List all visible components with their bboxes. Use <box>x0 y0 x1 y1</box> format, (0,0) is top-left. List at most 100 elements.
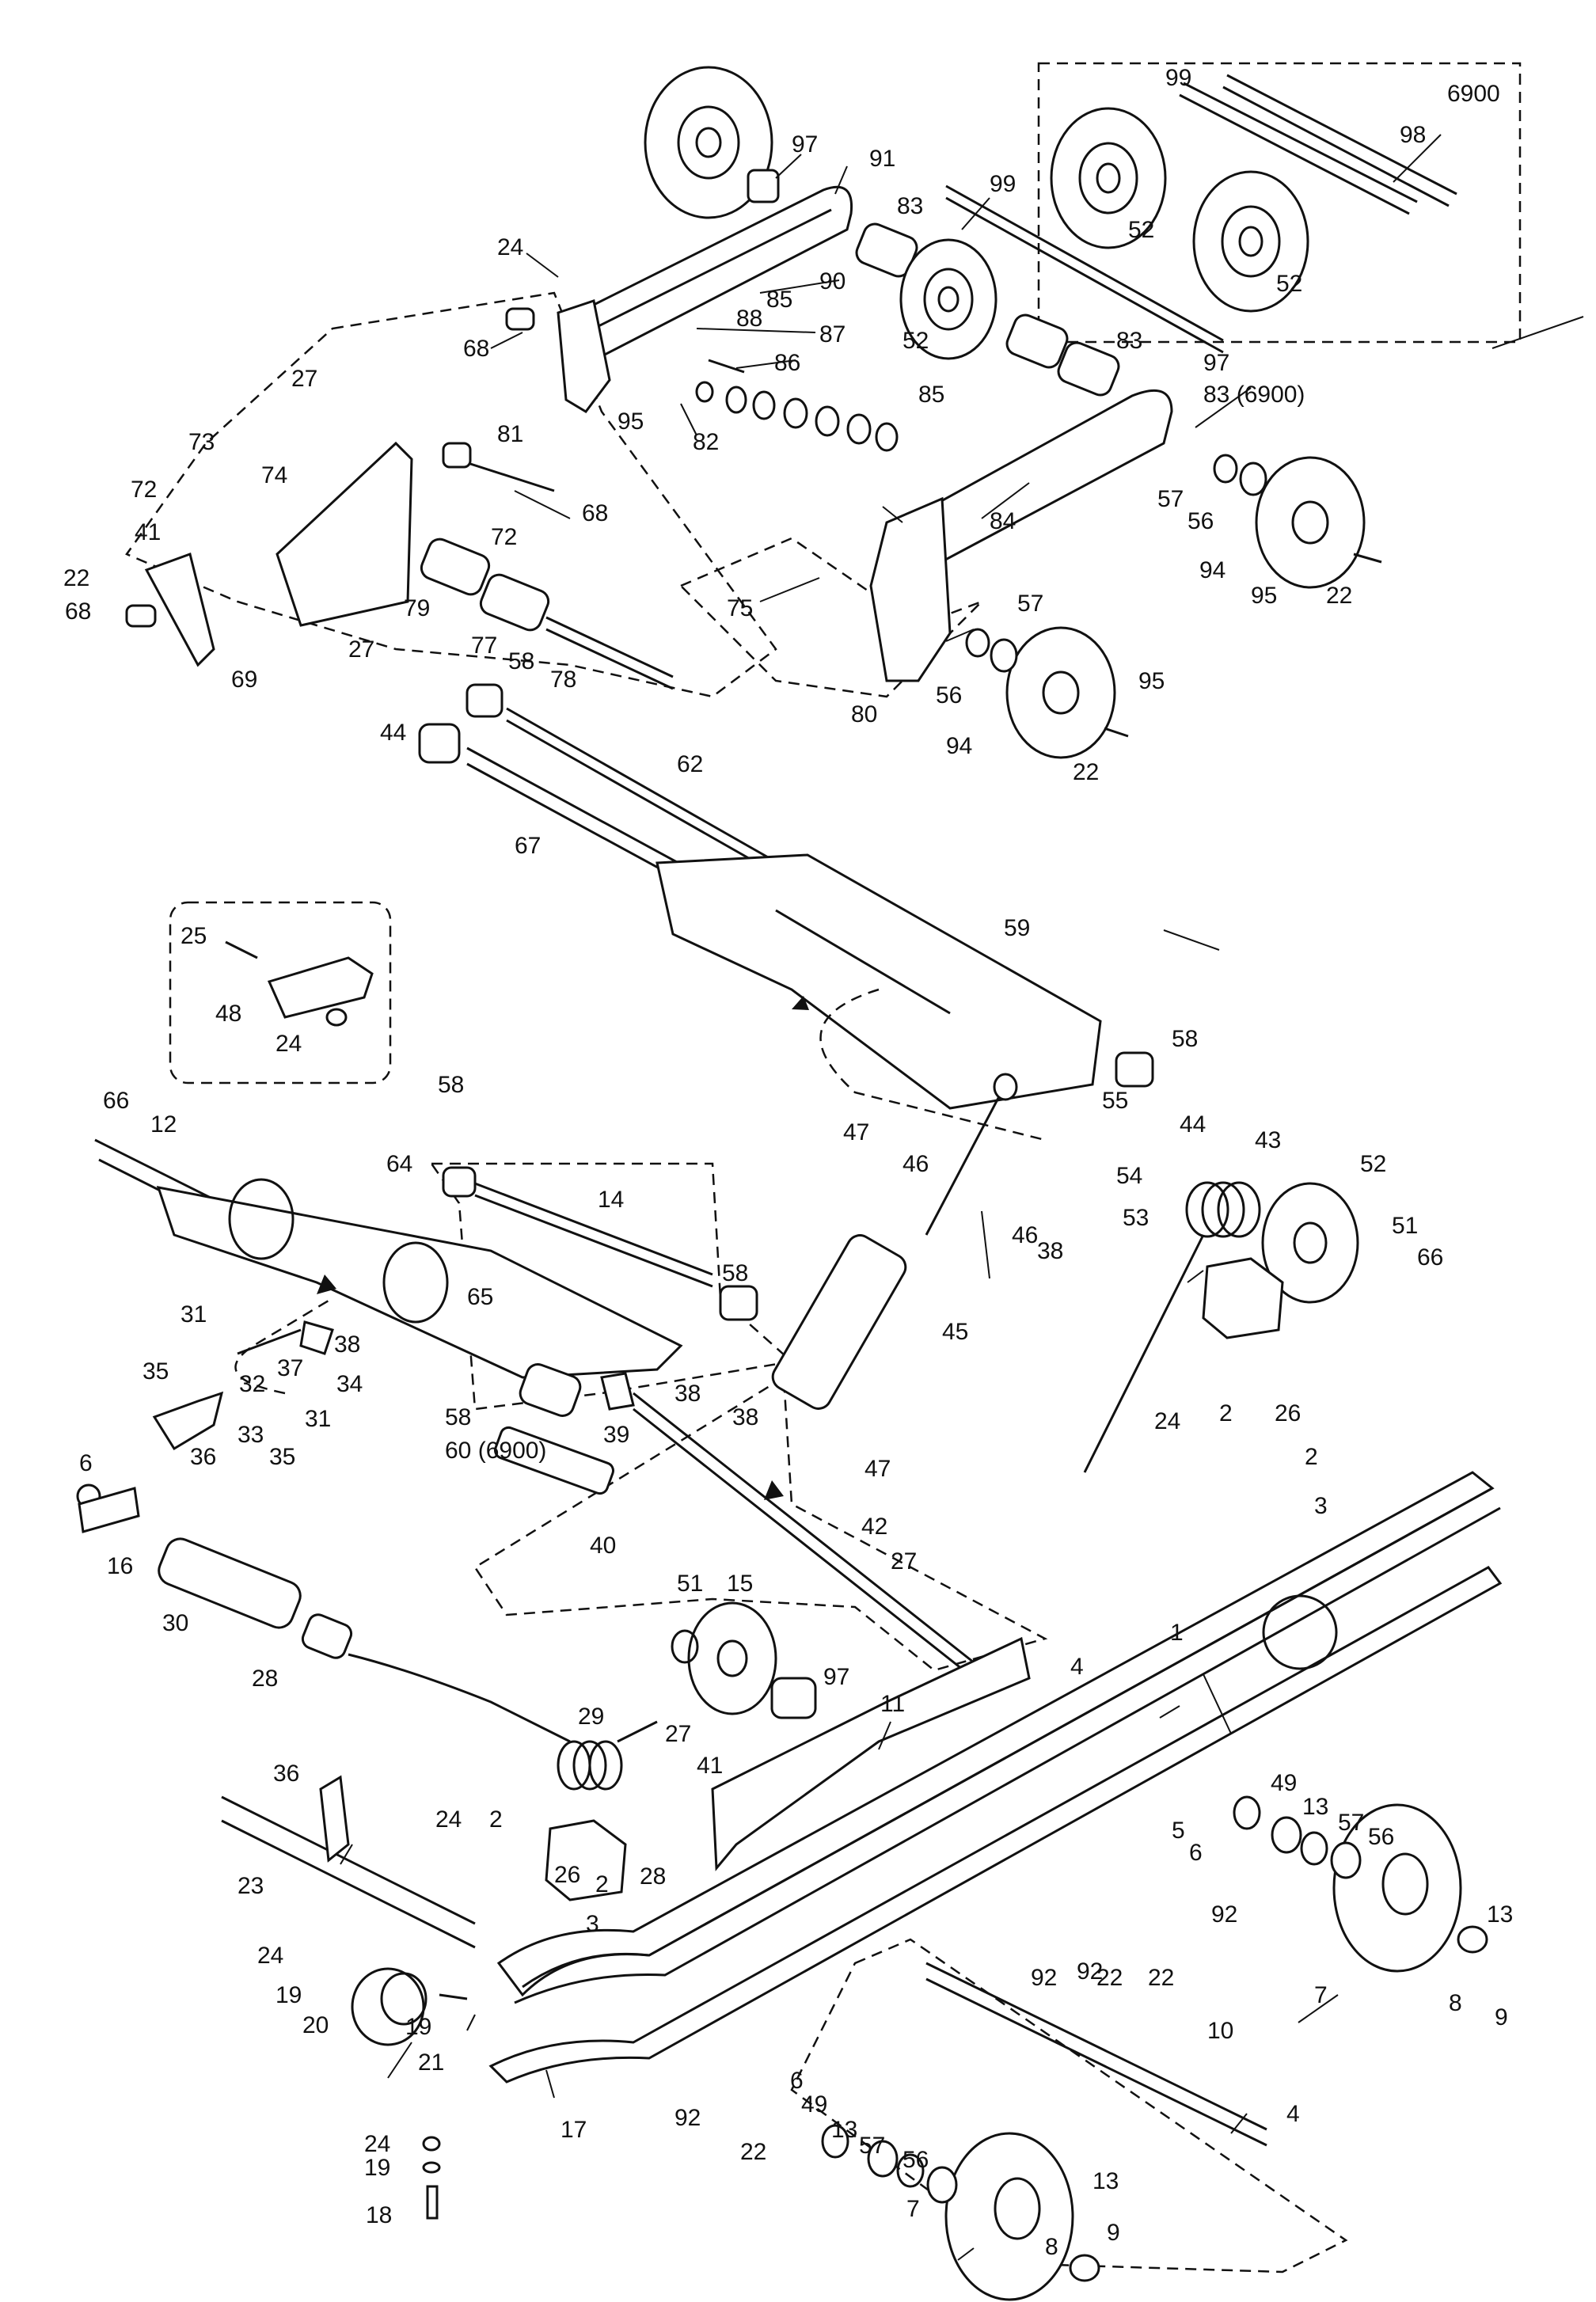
label-80: 80 <box>851 701 877 727</box>
label-48: 48 <box>215 1001 241 1027</box>
swing-arm-59 <box>656 853 1102 1110</box>
rear-axle-group-outline <box>790 1938 1348 2274</box>
label-13d: 13 <box>1092 2168 1119 2194</box>
label-79: 79 <box>404 595 430 621</box>
label-22b: 22 <box>1326 583 1352 609</box>
label-22d: 22 <box>1096 1965 1123 1991</box>
label-27c: 27 <box>891 1548 917 1575</box>
label-46b: 46 <box>1012 1222 1038 1248</box>
label-36a: 36 <box>190 1444 216 1470</box>
label-26b: 26 <box>554 1862 580 1888</box>
label-74: 74 <box>261 462 287 488</box>
label-17: 17 <box>560 2117 587 2143</box>
front-arm-group-outline <box>125 291 777 698</box>
label-95c: 95 <box>1138 668 1165 694</box>
tie-bar-23 <box>221 1795 476 1925</box>
label-66a: 66 <box>103 1088 129 1114</box>
label-58a: 58 <box>508 648 534 674</box>
label-58b: 58 <box>1172 1026 1198 1052</box>
label-56a: 56 <box>1188 508 1214 534</box>
bushing-28 <box>301 1613 353 1659</box>
cam-39 <box>600 1372 635 1411</box>
label-46a: 46 <box>902 1151 929 1177</box>
label-3a: 3 <box>1314 1493 1328 1519</box>
label-23: 23 <box>238 1873 264 1899</box>
label-21: 21 <box>418 2049 444 2076</box>
label-83c: 83 (6900) <box>1203 382 1305 408</box>
label-97b: 97 <box>1203 350 1229 376</box>
label-56b: 56 <box>936 682 962 708</box>
label-57b: 57 <box>1017 591 1043 617</box>
label-10: 10 <box>1207 2018 1233 2044</box>
label-26a: 26 <box>1275 1400 1301 1426</box>
rear-arm-group-outline <box>678 537 982 698</box>
label-35a: 35 <box>142 1358 169 1385</box>
label-24c: 24 <box>1154 1408 1180 1434</box>
part-labels: 6900 99 98 52 52 97 91 83 99 24 90 85 88… <box>63 65 1513 2260</box>
label-64: 64 <box>386 1151 412 1177</box>
label-38d: 38 <box>732 1404 758 1430</box>
label-34: 34 <box>336 1371 363 1397</box>
label-38c: 38 <box>674 1381 701 1407</box>
label-28a: 28 <box>252 1666 278 1692</box>
bushing-58 <box>519 1363 582 1417</box>
label-57a: 57 <box>1157 486 1184 512</box>
label-22a: 22 <box>63 565 89 591</box>
label-84: 84 <box>990 508 1016 534</box>
shaft-78 <box>545 616 674 678</box>
label-92c: 92 <box>674 2105 701 2131</box>
label-66b: 66 <box>1417 1244 1443 1271</box>
wheel-7-upper <box>1332 1803 1462 1973</box>
label-52d: 52 <box>1360 1151 1386 1177</box>
label-7a: 7 <box>1314 1982 1328 2008</box>
label-92b: 92 <box>1031 1965 1057 1991</box>
variant-6900-box <box>1037 62 1522 344</box>
bracket-80 <box>869 496 952 682</box>
label-38a: 38 <box>1037 1238 1063 1264</box>
label-77: 77 <box>471 632 497 659</box>
label-78: 78 <box>550 667 576 693</box>
label-27d: 27 <box>665 1721 691 1747</box>
label-35b: 35 <box>269 1444 295 1470</box>
label-32: 32 <box>239 1371 265 1397</box>
label-33: 33 <box>238 1422 264 1448</box>
idler-wheel-52-mid <box>1261 1182 1359 1304</box>
label-44b: 44 <box>1180 1111 1206 1138</box>
label-94b: 94 <box>946 733 972 759</box>
label-52c: 52 <box>902 328 929 354</box>
label-97a: 97 <box>792 131 818 158</box>
front-arm-assembly-outline <box>429 1162 794 1411</box>
label-2a: 2 <box>1219 1400 1233 1426</box>
label-27b: 27 <box>348 636 374 663</box>
idler-wheel-top <box>644 66 773 219</box>
bushing-97-top <box>747 169 780 203</box>
label-36b: 36 <box>273 1761 299 1787</box>
label-31a: 31 <box>180 1301 207 1328</box>
label-24e: 24 <box>257 1943 283 1969</box>
label-57c: 57 <box>1338 1810 1364 1836</box>
label-94a: 94 <box>1199 557 1226 583</box>
variant-6900-wheels <box>1050 74 1457 313</box>
label-58d: 58 <box>722 1260 748 1286</box>
label-86: 86 <box>774 350 800 376</box>
front-bracket-assembly <box>125 307 674 690</box>
label-83b: 83 <box>1116 328 1142 354</box>
label-6900: 6900 <box>1447 81 1500 107</box>
label-55: 55 <box>1102 1088 1128 1114</box>
label-87: 87 <box>819 321 846 348</box>
label-8b: 8 <box>1045 2234 1058 2260</box>
label-83a: 83 <box>897 193 923 219</box>
shaft-14 <box>474 1182 713 1276</box>
label-22e: 22 <box>1148 1965 1174 1991</box>
label-72b: 72 <box>491 524 517 550</box>
label-57d: 57 <box>859 2133 885 2159</box>
label-24a: 24 <box>497 234 523 260</box>
bushing-77 <box>420 538 491 596</box>
label-44a: 44 <box>380 720 406 746</box>
label-85b: 85 <box>918 382 944 408</box>
shaft-99 <box>945 184 1224 342</box>
slide-rail-1 <box>488 1471 1503 2084</box>
label-41a: 41 <box>135 519 161 545</box>
spring-rod-29 <box>348 1653 571 1743</box>
